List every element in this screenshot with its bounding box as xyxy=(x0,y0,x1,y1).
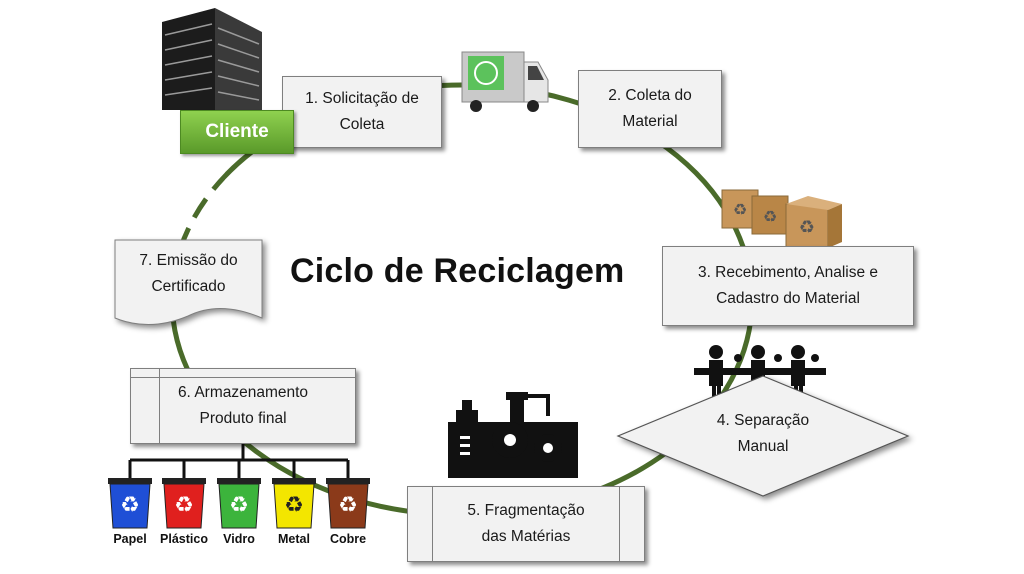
bin-5: ♻ xyxy=(326,478,370,529)
recycle-icon: ♻ xyxy=(120,493,140,518)
step-7-shape xyxy=(114,239,263,326)
step-5-line1: 5. Fragmentação xyxy=(467,502,585,519)
svg-text:♻: ♻ xyxy=(763,207,777,226)
bin-label-2: Plástico xyxy=(160,532,208,546)
bin-label-3: Vidro xyxy=(223,532,255,546)
bin-label-1: Papel xyxy=(113,532,147,546)
bin-4: ♻ xyxy=(272,478,316,529)
step-5-box: 5. Fragmentação das Matérias xyxy=(407,486,645,562)
client-label: Cliente xyxy=(180,110,294,154)
svg-text:♻: ♻ xyxy=(733,200,747,219)
step-2-line2: Material xyxy=(622,113,678,130)
step-4-line1: 4. Separação xyxy=(716,412,810,429)
step-4-line2: Manual xyxy=(737,438,789,455)
step-7-line2: Certificado xyxy=(151,278,226,295)
bin-body xyxy=(218,483,260,529)
recycle-icon: ♻ xyxy=(284,493,304,518)
recycle-icon: ♻ xyxy=(338,493,358,518)
step-6-top-band xyxy=(131,377,355,378)
step-3-line2: Cadastro do Material xyxy=(716,290,860,307)
step-3-box: 3. Recebimento, Analise e Cadastro do Ma… xyxy=(662,246,914,326)
step-6-left-band xyxy=(159,369,160,443)
diagram-title: Ciclo de Reciclagem xyxy=(290,252,625,290)
step-4-shape xyxy=(616,375,910,497)
step-3-line1: 3. Recebimento, Analise e xyxy=(697,264,879,281)
recycling-bins: ♻ ♻ ♻ ♻ ♻ xyxy=(108,478,370,529)
step-5-right-band xyxy=(619,487,620,561)
factory-icon xyxy=(448,392,578,478)
bin-body xyxy=(327,483,369,529)
bin-lid xyxy=(272,478,316,484)
step-2-box: 2. Coleta do Material xyxy=(578,70,722,148)
step-1-box: 1. Solicitação de Coleta xyxy=(282,76,442,148)
building-icon xyxy=(162,8,262,110)
bin-label-4: Metal xyxy=(278,532,310,546)
step-6-box: 6. Armazenamento Produto final xyxy=(130,368,356,444)
step-1-line1: 1. Solicitação de xyxy=(305,90,419,107)
step-5-line2: das Matérias xyxy=(481,528,571,545)
truck-icon xyxy=(461,51,549,112)
bin-1: ♻ xyxy=(108,478,152,529)
step-7-text: 7. Emissão do Certificado xyxy=(115,248,262,300)
bin-3: ♻ xyxy=(217,478,261,529)
step-6-line1: 6. Armazenamento xyxy=(177,384,309,401)
step-7-line1: 7. Emissão do xyxy=(139,252,238,269)
step-5-left-band xyxy=(432,487,433,561)
bin-body xyxy=(273,483,315,529)
bin-label-5: Cobre xyxy=(329,532,367,546)
bin-lid xyxy=(162,478,206,484)
bin-body xyxy=(109,483,151,529)
bins-connector xyxy=(128,444,350,478)
recycle-icon: ♻ xyxy=(229,493,249,518)
step-1-line2: Coleta xyxy=(339,116,385,133)
bin-body xyxy=(163,483,205,529)
boxes-icon: ♻ ♻ ♻ xyxy=(721,189,842,249)
bin-2: ♻ xyxy=(162,478,206,529)
step-6-line2: Produto final xyxy=(199,410,287,427)
recycle-icon: ♻ xyxy=(174,493,194,518)
step-2-line1: 2. Coleta do xyxy=(608,87,692,104)
bin-lid xyxy=(217,478,261,484)
svg-text:♻: ♻ xyxy=(799,217,815,238)
bin-lid xyxy=(108,478,152,484)
step-4-text: 4. Separação Manual xyxy=(690,408,836,460)
bin-lid xyxy=(326,478,370,484)
